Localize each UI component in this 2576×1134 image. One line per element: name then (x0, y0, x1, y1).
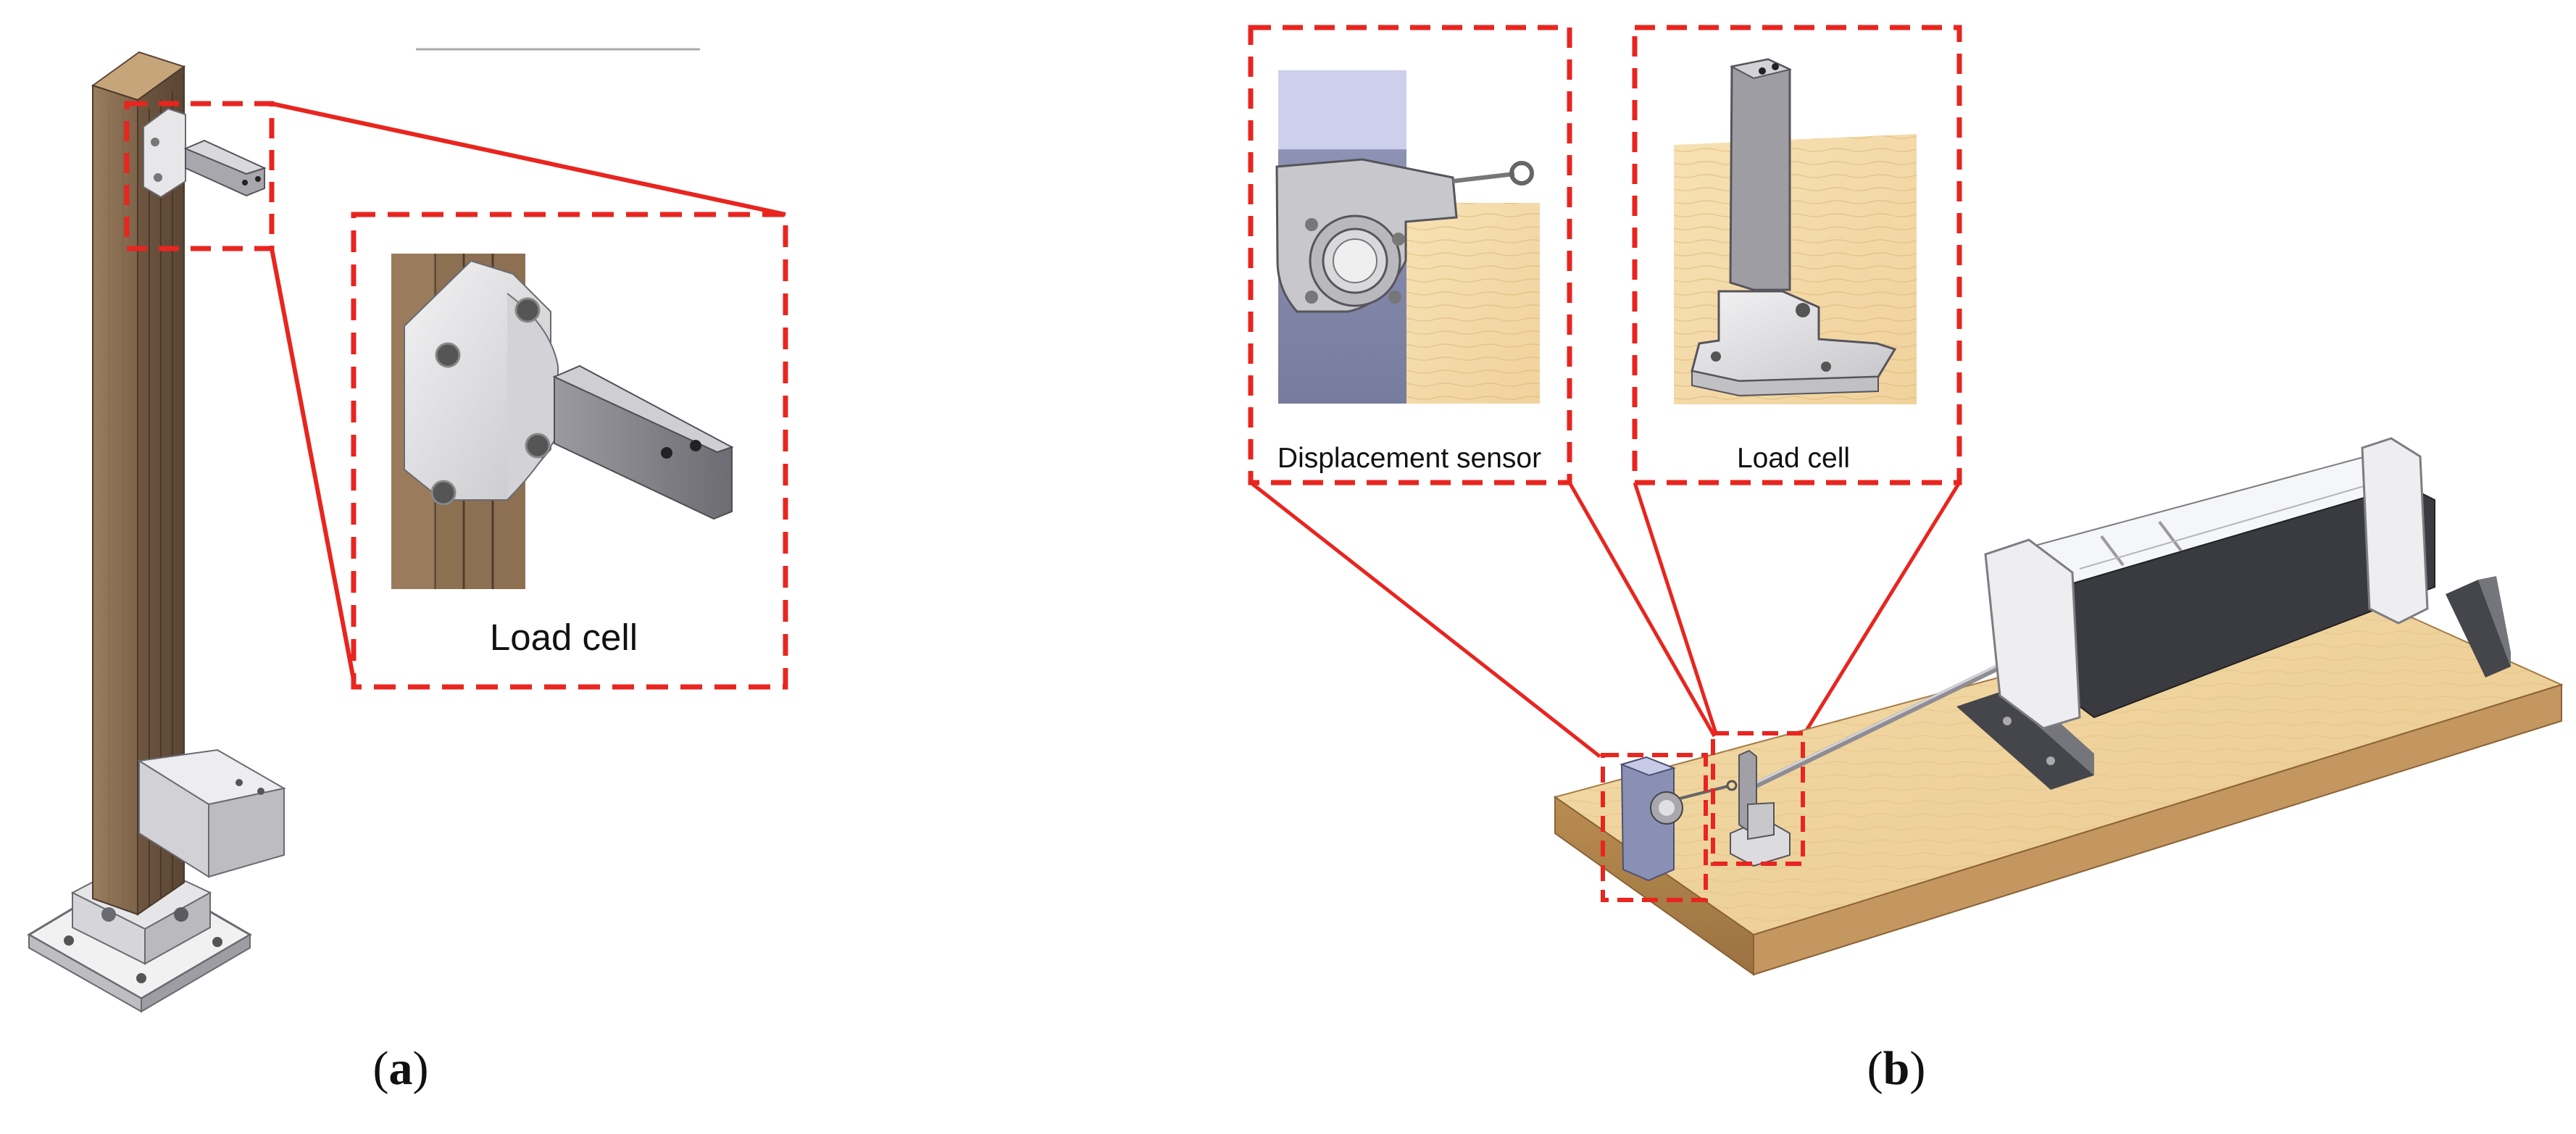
small-callout-sensor (1601, 753, 1708, 902)
callout-label-load-cell-b: Load cell (1737, 443, 1850, 474)
callout-label-displacement-sensor: Displacement sensor (1277, 443, 1541, 474)
callout-label-load-cell-a: Load cell (490, 617, 638, 658)
connector-b2 (1567, 481, 1717, 738)
shaft-rod (1752, 659, 2009, 790)
acrylic-trough (1984, 437, 2435, 730)
load-cell-callout-box-b (1632, 25, 1962, 485)
connector-top (271, 101, 786, 217)
connector-b1 (1249, 481, 1601, 758)
board-displacement-sensor (1619, 756, 1738, 882)
displacement-sensor-callout-box (1248, 25, 1572, 485)
connector-b3 (1633, 482, 1718, 734)
panel-a: Load cell (a) (27, 48, 788, 1095)
small-callout-load-cell-b (1711, 731, 1805, 866)
lower-arm-box (137, 749, 286, 878)
small-callout-box (124, 101, 275, 251)
right-bracket (2446, 576, 2511, 678)
load-cell-inset-b (1674, 58, 1917, 404)
caption-b-letter: b (1883, 1042, 1910, 1095)
connector-b4 (1801, 481, 1962, 738)
connector-bottom (270, 248, 356, 680)
board-load-cell (1730, 749, 1791, 867)
load-cell-inset (391, 254, 734, 589)
caption-b: (b) (1867, 1042, 1926, 1095)
caption-a: (a) (373, 1042, 429, 1095)
wooden-post (91, 51, 186, 916)
caption-a-letter: a (389, 1042, 413, 1095)
small-load-cell (143, 107, 267, 199)
post-base-plate (27, 857, 252, 1013)
displacement-sensor-inset (1275, 69, 1541, 405)
large-callout-box (351, 212, 788, 690)
panel-b: Displacement sensor Load cell (1248, 25, 2564, 1095)
